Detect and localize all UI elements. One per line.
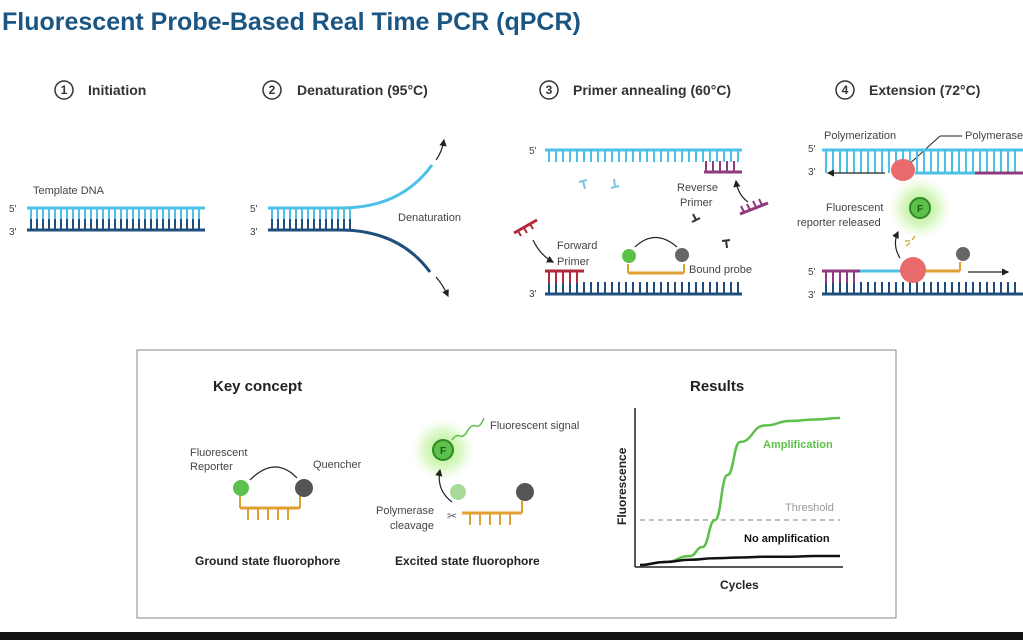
top-strand: [268, 164, 434, 210]
reporter-dye: [622, 249, 636, 263]
cleavage-label: cleavage: [390, 520, 434, 532]
arrow-up-icon: [435, 138, 447, 161]
free-reverse-primer: [739, 198, 769, 216]
step-number-circle: [835, 80, 855, 100]
arrow-down-icon: [435, 276, 449, 298]
polymerization-label: Polymerization: [824, 130, 896, 142]
quencher-label: Quencher: [313, 459, 362, 471]
polymerase-icon: [891, 159, 915, 181]
reporter-dye: [450, 484, 466, 500]
three-prime-label: 3': [9, 227, 17, 238]
key-concept-heading: Key concept: [213, 378, 302, 395]
series-no-amplification-line: [639, 554, 840, 567]
polymerase-label: Polymerase: [965, 130, 1023, 142]
ground-state-probe: [233, 466, 313, 520]
bound-probe: [622, 236, 689, 275]
denaturation-label: Denaturation: [398, 212, 461, 224]
reverse-primer-label: Primer: [680, 197, 713, 209]
x-axis-label: Cycles: [720, 578, 759, 592]
scissors-icon: ✂: [447, 509, 457, 523]
step-number: 1: [61, 83, 68, 97]
step-2-header: 2 Denaturation (95°C): [262, 80, 428, 100]
threshold-label: Threshold: [785, 502, 834, 514]
reporter-label: Reporter: [190, 461, 233, 473]
signal-wave-icon: [451, 417, 485, 441]
quencher: [956, 247, 970, 261]
three-prime-label: 3': [808, 290, 816, 301]
step-label: Denaturation (95°C): [297, 82, 428, 98]
denaturation-panel: 5' 3' Denaturation: [250, 138, 461, 298]
three-prime-label: 3': [250, 227, 258, 238]
fluorophore-letter: F: [440, 446, 446, 457]
release-arrow-icon: [435, 468, 453, 503]
quencher: [675, 248, 689, 262]
step-number-circle: [539, 80, 559, 100]
extension-panel: 5' 3' 5' 3' Polymerization Polymerase F …: [797, 130, 1023, 301]
reporter-label: Fluorescent: [190, 447, 247, 459]
arrow-icon: [733, 179, 749, 203]
fluorophore-icon: [909, 197, 931, 219]
legend-no-amplification: No amplification: [744, 533, 830, 545]
template-dna-panel: Template DNA 5' 3': [9, 185, 205, 238]
bound-probe-label: Bound probe: [689, 264, 752, 276]
ground-state-caption: Ground state fluorophore: [195, 554, 341, 568]
key-concept-section: Key concept Fluorescent Reporter Quenche…: [190, 378, 579, 568]
free-nucleotides: [691, 213, 731, 249]
released-label: Fluorescent: [826, 202, 883, 214]
signal-label: Fluorescent signal: [490, 420, 579, 432]
step-number: 4: [842, 83, 849, 97]
legend-amplification: Amplification: [763, 439, 833, 451]
y-axis-label: Fluorescence: [615, 447, 629, 525]
five-prime-label: 5': [808, 144, 816, 155]
step-1-header: 1 Initiation: [54, 80, 146, 100]
released-label: reporter released: [797, 217, 881, 229]
step-number-circle: [54, 80, 74, 100]
quencher: [295, 479, 313, 497]
key-concept-box: [136, 349, 897, 619]
step-4-header: 4 Extension (72°C): [835, 80, 980, 100]
template-dna-label: Template DNA: [33, 185, 105, 197]
free-forward-primer: [513, 218, 538, 237]
primer-annealing-panel: 5' 3' Reverse Primer Forward Primer Boun…: [513, 146, 769, 300]
reverse-primer-label: Reverse: [677, 182, 718, 194]
five-prime-label: 5': [9, 204, 17, 215]
five-prime-label: 5': [808, 267, 816, 278]
five-prime-label: 5': [250, 204, 258, 215]
step-number: 3: [546, 83, 553, 97]
step-number: 2: [269, 83, 276, 97]
three-prime-label: 3': [529, 289, 537, 300]
bottom-bar: [0, 632, 1023, 640]
bottom-strand: [268, 228, 432, 273]
quenching-arrow-icon: [249, 466, 298, 481]
step-label: Extension (72°C): [869, 82, 980, 98]
chart-title: Results: [690, 378, 744, 395]
forward-primer-label: Forward: [557, 240, 597, 252]
arrow-icon: [892, 230, 901, 259]
quenching-arrow-icon: [634, 236, 678, 248]
quencher: [516, 483, 534, 501]
results-chart: Results Cycles Fluorescence Threshold Am…: [615, 378, 843, 592]
five-prime-label: 5': [529, 146, 537, 157]
reporter-dye: [233, 480, 249, 496]
step-3-header: 3 Primer annealing (60°C): [539, 80, 731, 100]
three-prime-label: 3': [808, 167, 816, 178]
cleavage-label: Polymerase: [376, 505, 434, 517]
page-title: Fluorescent Probe-Based Real Time PCR (q…: [2, 8, 581, 36]
fluorophore-letter: F: [917, 204, 923, 215]
fluorophore-icon: [432, 439, 454, 461]
step-label: Initiation: [88, 82, 146, 98]
step-number-circle: [262, 80, 282, 100]
forward-primer-label: Primer: [557, 256, 590, 268]
series-amplification-line: [639, 416, 841, 567]
step-label: Primer annealing (60°C): [573, 82, 731, 98]
polymerase-icon: [900, 257, 926, 283]
excited-state-probe: [450, 483, 534, 525]
arrow-icon: [532, 239, 555, 263]
free-nucleotides: [578, 178, 620, 190]
excited-state-caption: Excited state fluorophore: [395, 554, 540, 568]
